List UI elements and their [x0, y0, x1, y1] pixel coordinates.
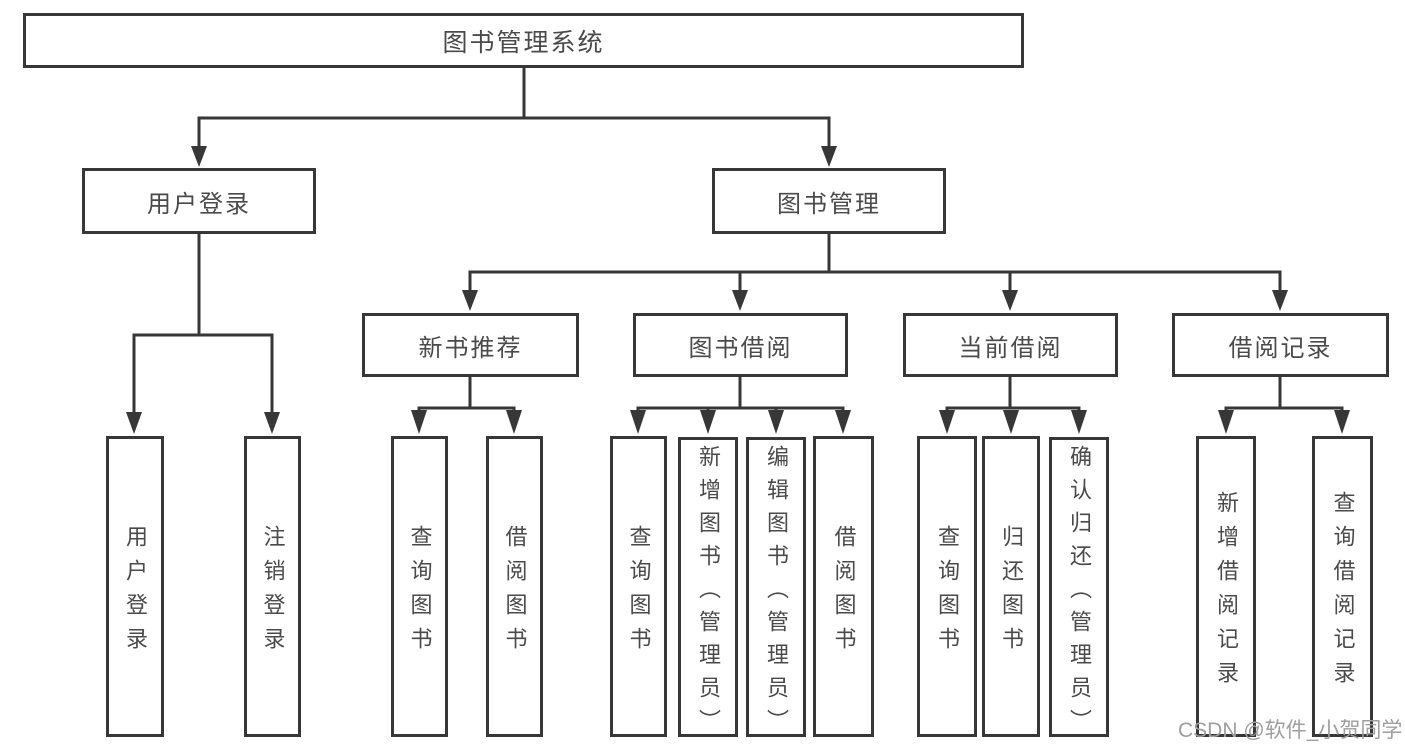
node-borrow-records: 借阅记录 [1172, 313, 1389, 377]
arrowheads-level2 [462, 290, 1288, 311]
arrowheads-leaf-row [411, 410, 1350, 434]
node-add-book-admin-label: 新增图书（管理员） [696, 444, 721, 742]
connector-root-to-level1 [197, 68, 831, 148]
node-confirm-return-admin-label: 确认归还（管理员） [1067, 444, 1092, 742]
connector-new-book-branch [417, 377, 516, 412]
node-search-books-borrow-label: 查询图书 [626, 524, 652, 661]
node-add-borrow-record-label: 新增借阅记录 [1214, 490, 1239, 695]
node-confirm-return-admin: 确认归还（管理员） [1049, 437, 1109, 742]
node-search-books-current: 查询图书 [917, 436, 977, 737]
node-user-login: 用户登录 [82, 168, 316, 234]
connector-book-management-branch [468, 234, 1282, 292]
node-user-login-leaf: 用户登录 [106, 436, 164, 737]
csdn-watermark: CSDN @软件_小贺同学 [1178, 719, 1403, 742]
node-edit-book-admin-label: 编辑图书（管理员） [764, 444, 789, 742]
node-search-borrow-record: 查询借阅记录 [1312, 436, 1373, 737]
connector-book-borrow-branch [636, 377, 845, 412]
node-borrow-books-recommend: 借阅图书 [486, 436, 543, 737]
node-add-borrow-record: 新增借阅记录 [1196, 436, 1256, 737]
node-user-login-leaf-label: 用户登录 [123, 524, 148, 661]
node-edit-book-admin: 编辑图书（管理员） [746, 437, 806, 742]
node-search-borrow-record-label: 查询借阅记录 [1330, 490, 1356, 695]
arrowheads-level1 [191, 146, 837, 167]
node-new-book-recommend: 新书推荐 [362, 313, 579, 377]
arrowheads-user-login-leaves [126, 412, 280, 434]
node-logout-leaf-label: 注销登录 [260, 524, 286, 661]
node-search-books-borrow: 查询图书 [610, 436, 667, 737]
node-library-management-system: 图书管理系统 [23, 13, 1024, 68]
node-current-borrow: 当前借阅 [903, 313, 1118, 377]
node-book-borrow: 图书借阅 [633, 313, 848, 377]
node-logout-leaf: 注销登录 [244, 436, 301, 737]
node-return-book: 归还图书 [982, 436, 1040, 737]
node-book-management: 图书管理 [712, 168, 946, 234]
node-return-book-label: 归还图书 [999, 524, 1024, 661]
connector-borrow-records-branch [1224, 377, 1344, 412]
node-search-books-recommend-label: 查询图书 [407, 524, 433, 661]
connector-current-borrow-branch [945, 377, 1081, 412]
node-search-books-current-label: 查询图书 [935, 524, 960, 661]
node-borrow-books-leaf: 借阅图书 [813, 436, 874, 737]
node-borrow-books-recommend-label: 借阅图书 [502, 524, 528, 661]
connector-user-login-branch [132, 234, 274, 414]
node-search-books-recommend: 查询图书 [391, 436, 448, 737]
node-borrow-books-leaf-label: 借阅图书 [831, 524, 857, 661]
node-add-book-admin: 新增图书（管理员） [678, 437, 738, 742]
